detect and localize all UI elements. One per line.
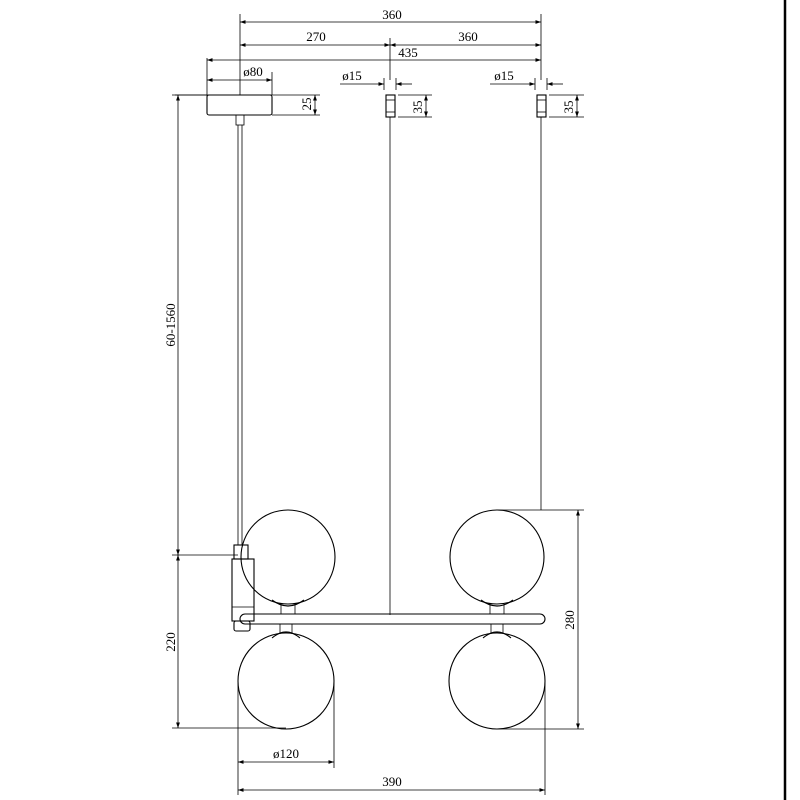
crossbar (239, 613, 546, 625)
fixture-height-dimension: 280 (497, 509, 584, 730)
dim-left-mount-height: 35 (410, 101, 425, 114)
dim-right-mount-height: 35 (561, 101, 576, 114)
dim-top-total: 360 (382, 7, 402, 22)
lower-height-dimension: 220 (163, 555, 286, 729)
suspension-cables (237, 117, 542, 615)
globe-top-right (449, 509, 545, 605)
dim-globe-diameter: ø120 (273, 746, 299, 761)
dim-suspension-range: 60-1560 (163, 303, 178, 346)
left-mount: 35 (385, 94, 432, 118)
canopy: 25 (175, 94, 320, 126)
dim-canopy-diameter: ø80 (243, 64, 263, 79)
dim-canopy-height: 25 (299, 98, 314, 111)
globe-bottom-right (448, 632, 546, 730)
suspension-dimension: 60-1560 (163, 94, 238, 556)
right-mount: 35 (536, 94, 584, 118)
dim-fixture-width: 390 (382, 774, 402, 789)
globe-top-left (240, 509, 336, 605)
dim-right-mount-diameter: ø15 (494, 68, 514, 83)
globe-diameter-dimension: ø120 (237, 681, 335, 768)
dim-lower-height: 220 (163, 632, 178, 652)
fixture-width-dimension: 390 (237, 681, 546, 795)
top-dimensions: 360 270 360 435 ø80 ø15 ø15 (206, 7, 563, 98)
dim-left-mount-diameter: ø15 (342, 68, 362, 83)
dim-left-to-center: 270 (306, 29, 326, 44)
dim-fixture-height: 280 (562, 610, 577, 630)
dim-center-to-right: 360 (458, 29, 478, 44)
dim-overall-span: 435 (398, 45, 418, 60)
globe-bottom-left (237, 632, 335, 730)
fixture (231, 509, 546, 730)
